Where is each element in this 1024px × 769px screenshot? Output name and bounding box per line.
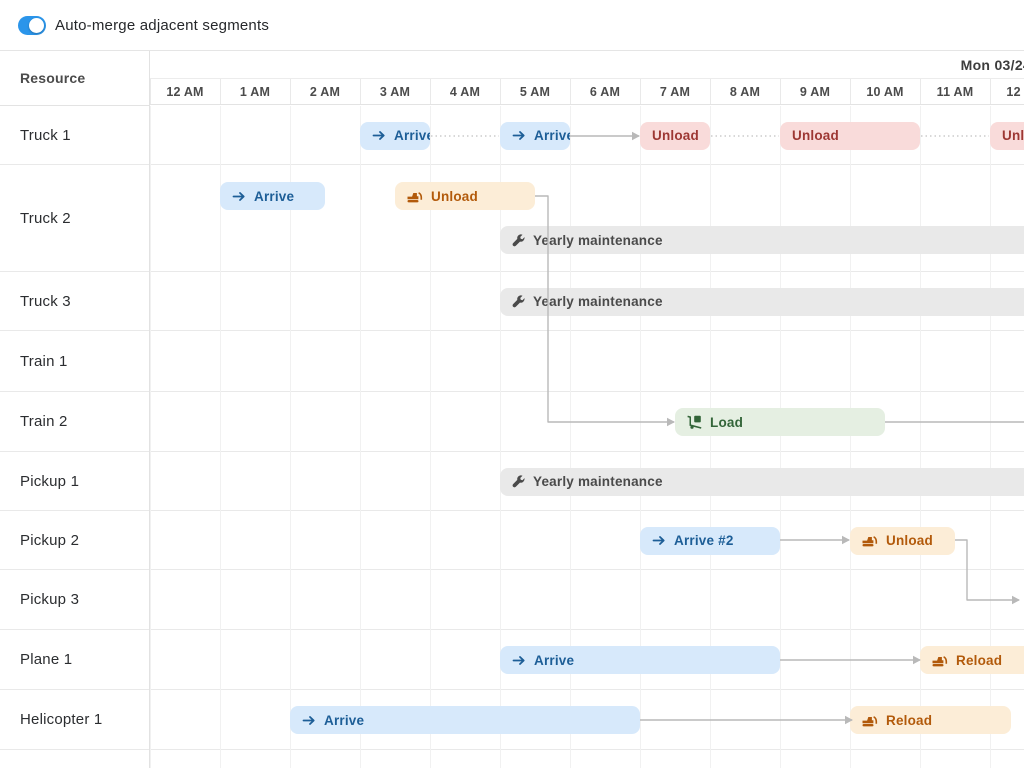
event-label: Unload [792,128,839,143]
toggle-knob [29,17,44,33]
event-truck-2-arrive[interactable]: Arrive [220,182,325,210]
date-header-row: Mon 03/24 [150,51,1024,79]
arrow-right-icon [512,129,526,142]
resource-row-pickup-1[interactable]: Pickup 1 [0,452,149,511]
resource-row-train-2[interactable]: Train 2 [0,392,149,452]
event-label: Arrive [534,128,570,143]
auto-merge-toggle[interactable]: Auto-merge adjacent segments [18,15,270,35]
timeline-row-train-1[interactable] [150,331,1024,392]
arrow-right-icon [652,534,666,547]
toggle-switch-icon[interactable] [18,15,46,35]
event-truck-1-unload[interactable]: Unload [990,121,1024,150]
timeline-row-plane-1[interactable] [150,630,1024,690]
toolbar: Auto-merge adjacent segments [0,0,1024,50]
date-header: Mon 03/24 [960,57,1024,73]
event-pickup-2-arrive-2[interactable]: Arrive #2 [640,526,780,555]
partial-row [0,750,149,769]
resource-row-helicopter-1[interactable]: Helicopter 1 [0,690,149,750]
event-label: Arrive [324,712,365,728]
event-label: Unload [431,188,478,204]
event-label: Arrive [394,128,430,143]
schedule-body: ArriveArriveUnloadUnloadUnloadArriveUnlo… [150,106,1024,768]
timeline-row-truck-1[interactable] [150,106,1024,165]
timeline-row-train-2[interactable] [150,392,1024,452]
hour-label: 11 AM [936,84,974,99]
event-label: Unload [886,533,933,548]
resource-column-header: Resource [0,51,149,106]
resource-row-train-1[interactable]: Train 1 [0,331,149,392]
event-truck-2-yearly-maintenance[interactable]: Yearly maintenance [500,226,1024,254]
event-helicopter-1-reload[interactable]: Reload [850,706,1011,734]
event-label: Arrive [254,188,295,204]
event-truck-1-arrive[interactable]: Arrive [500,121,570,150]
hour-header-row: 12 AM 1 AM 2 AM 3 AM 4 AM 5 AM 6 AM 7 AM 8 AM 9 A… [150,79,1024,105]
event-truck-1-unload[interactable]: Unload [640,121,710,150]
event-label: Reload [886,712,933,728]
digger-icon [407,190,423,203]
timeline-row-helicopter-1[interactable] [150,690,1024,750]
arrow-right-icon [372,129,386,142]
resource-row-pickup-2[interactable]: Pickup 2 [0,511,149,570]
event-truck-3-yearly-maintenance[interactable]: Yearly maintenance [500,287,1024,316]
wrench-icon [512,295,525,308]
hour-label: 12 PM [1006,84,1024,99]
event-helicopter-1-arrive[interactable]: Arrive [290,706,640,734]
timeline-row-pickup-1[interactable] [150,452,1024,511]
event-plane-1-arrive[interactable]: Arrive [500,646,780,674]
event-label: Arrive [534,652,575,668]
arrow-right-icon [302,714,316,727]
hour-label: 3 AM [379,84,411,99]
arrow-right-icon [232,190,246,203]
digger-icon [862,534,878,547]
timeline: Mon 03/24 12 AM 1 AM 2 AM 3 AM 4 AM 5 AM 6 AM 7… [150,51,1024,768]
event-plane-1-reload[interactable]: Reload [920,646,1024,674]
hour-label: 9 AM [799,84,831,99]
resource-row-pickup-3[interactable]: Pickup 3 [0,570,149,630]
event-label: Yearly maintenance [533,474,663,489]
wrench-icon [512,233,525,247]
event-pickup-2-unload[interactable]: Unload [850,526,955,555]
event-truck-2-unload[interactable]: Unload [395,182,535,210]
event-label: Yearly maintenance [533,294,663,309]
resource-row-truck-1[interactable]: Truck 1 [0,106,149,165]
digger-icon [932,654,948,667]
resource-row-truck-2[interactable]: Truck 2 [0,165,149,272]
event-label: Load [710,414,744,430]
hour-label: 6 AM [589,84,621,99]
event-truck-1-unload[interactable]: Unload [780,121,920,150]
hour-label: 2 AM [309,84,341,99]
hour-label: 4 AM [449,84,481,99]
dolly-icon [687,415,702,429]
event-label: Arrive #2 [674,533,734,548]
hour-label: 5 AM [519,84,551,99]
event-label: Yearly maintenance [533,232,663,248]
timeline-row-pickup-3[interactable] [150,570,1024,630]
timeline-row-pickup-2[interactable] [150,511,1024,570]
event-label: Unload [1002,128,1024,143]
event-label: Unload [652,128,699,143]
wrench-icon [512,475,525,488]
event-truck-1-arrive[interactable]: Arrive [360,121,430,150]
arrow-right-icon [512,654,526,667]
hour-label: 8 AM [729,84,761,99]
event-train-2-load[interactable]: Load [675,408,885,436]
event-label: Reload [956,652,1003,668]
hour-label: 1 AM [239,84,271,99]
digger-icon [862,714,878,727]
hour-label: 7 AM [659,84,691,99]
hour-label: 12 AM [166,84,204,99]
partial-row [150,750,1024,768]
resource-row-truck-3[interactable]: Truck 3 [0,272,149,331]
hour-label: 10 AM [866,84,904,99]
auto-merge-toggle-label: Auto-merge adjacent segments [55,16,270,34]
event-pickup-1-yearly-maintenance[interactable]: Yearly maintenance [500,467,1024,496]
resource-row-plane-1[interactable]: Plane 1 [0,630,149,690]
